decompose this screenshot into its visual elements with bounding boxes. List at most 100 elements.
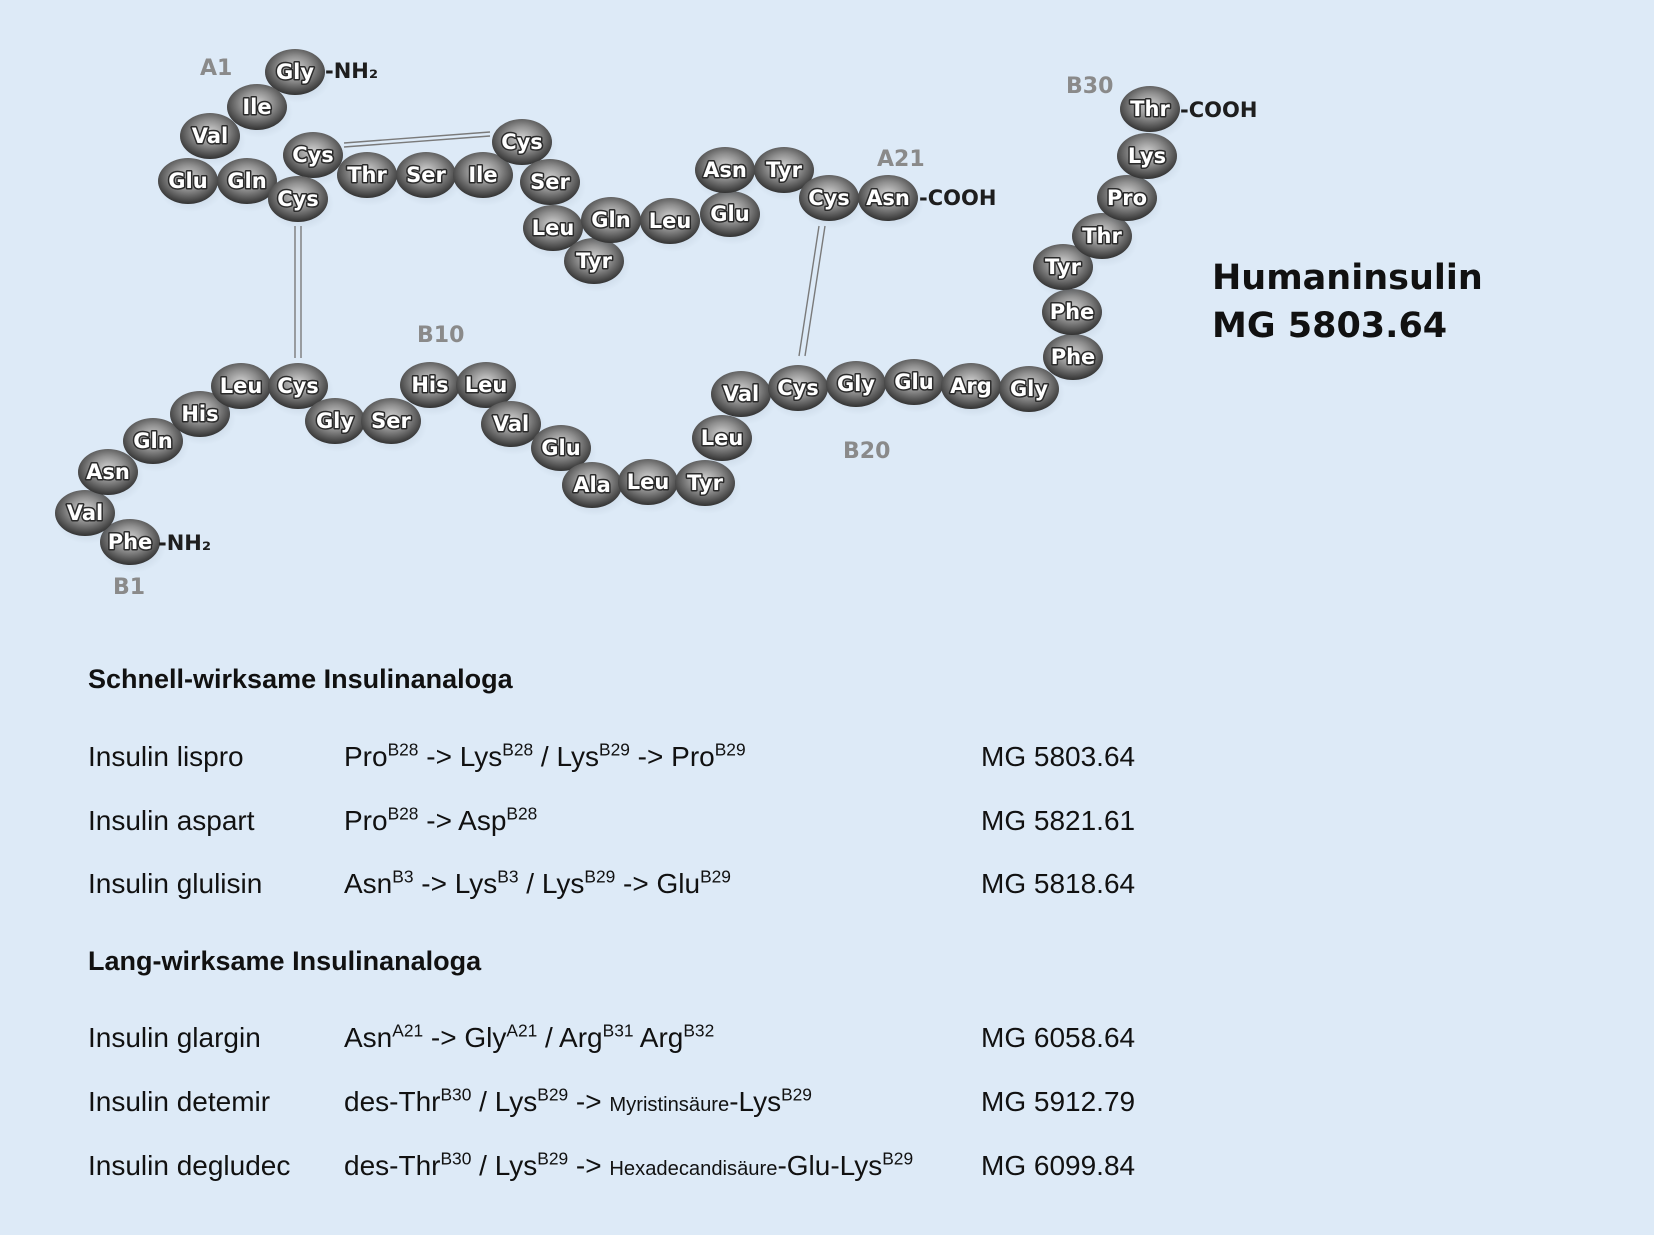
mutation-position: B32: [683, 1020, 715, 1041]
residue-label: Tyr: [687, 471, 724, 495]
mutation-text: Hexadecandisäure: [609, 1158, 778, 1180]
disulfide-bond-a7-b7: [294, 226, 302, 358]
mutation-position: B3: [497, 866, 519, 887]
residue-label: Gly: [316, 409, 354, 433]
residue-bead: [361, 398, 421, 444]
mutation-text: Asn: [344, 1022, 393, 1053]
residue-bead: [305, 398, 365, 444]
mutation-position: B29: [537, 1084, 569, 1105]
residue-label: Thr: [1082, 224, 1122, 248]
residue-bead: [180, 113, 240, 159]
residue-bead: [211, 363, 271, 409]
analog-molecular-weight: MG 5818.64: [981, 868, 1136, 899]
mutation-text: Pro: [344, 741, 388, 772]
b-residue-21: Glu: [884, 359, 950, 413]
marker-b1: B1: [113, 575, 145, 600]
mutation-text: / Arg: [537, 1022, 603, 1053]
residue-label: Leu: [627, 470, 670, 494]
b-residue-25: Phe: [1042, 289, 1108, 343]
a-residue-20: Cys: [799, 175, 865, 229]
mutation-text: -> Lys: [413, 868, 498, 899]
residue-bead: [884, 359, 944, 405]
residue-label: Leu: [220, 374, 263, 398]
mutation-text: -> Gly: [423, 1022, 507, 1053]
b-residue-26: Tyr: [1033, 244, 1099, 298]
mutation-position: B28: [387, 803, 419, 824]
mutation-text: ->: [568, 1086, 610, 1117]
b-chain-n-terminus: -NH₂: [158, 531, 211, 555]
analog-name: Insulin detemir: [88, 1086, 271, 1117]
b-residue-15: Leu: [618, 459, 684, 513]
a-residue-4: Glu: [158, 158, 224, 212]
analog-molecular-weight: MG 6058.64: [981, 1022, 1136, 1053]
analog-row: Insulin degludec des-ThrB30 / LysB29 -> …: [88, 1150, 1248, 1190]
residue-bead: [858, 175, 918, 221]
residue-bead: [700, 191, 760, 237]
diagram-title: Humaninsulin: [1212, 258, 1483, 298]
residue-label: Val: [192, 124, 228, 148]
residue-bead: [1117, 133, 1177, 179]
a-residue-8: Thr: [337, 152, 403, 206]
mutation-text: Myristinsäure: [609, 1094, 730, 1116]
b-residue-4: Gln: [123, 418, 189, 472]
b-residue-17: Leu: [692, 415, 758, 469]
b-residue-6: Leu: [211, 363, 277, 417]
mutation-text: -> Lys: [418, 741, 503, 772]
residue-label: Phe: [1051, 345, 1096, 369]
residue-bead: [1097, 175, 1157, 221]
mutation-position: A21: [392, 1020, 424, 1041]
analog-name: Insulin glargin: [88, 1022, 261, 1053]
mutation-position: B29: [781, 1084, 812, 1105]
residue-label: Val: [493, 412, 529, 436]
residue-label: Asn: [866, 186, 910, 210]
residue-bead: [227, 84, 287, 130]
analog-row: Insulin aspart ProB28 -> AspB28 MG 5821.…: [88, 805, 1248, 845]
residue-label: Cys: [292, 143, 334, 167]
mutation-text: Pro: [344, 805, 388, 836]
residue-label: Cys: [501, 130, 543, 154]
residue-bead: [711, 371, 771, 417]
disulfide-bond-a20-b19: [798, 225, 826, 357]
residue-label: Thr: [347, 163, 387, 187]
b-residue-3: Asn: [78, 449, 144, 503]
residue-label: Gly: [837, 372, 875, 396]
residue-label: Ile: [468, 163, 497, 187]
residue-label: Asn: [86, 460, 130, 484]
residue-label: Leu: [701, 426, 744, 450]
residue-bead: [265, 49, 325, 95]
residue-bead: [337, 152, 397, 198]
mutation-text: -> Glu: [615, 868, 701, 899]
residue-bead: [618, 459, 678, 505]
residue-label: Tyr: [766, 158, 803, 182]
residue-bead: [520, 159, 580, 205]
marker-a21: A21: [877, 147, 925, 172]
a-residue-21: Asn: [858, 175, 924, 229]
residue-bead: [396, 152, 456, 198]
residue-label: Thr: [1130, 97, 1170, 121]
analog-name: Insulin lispro: [88, 741, 244, 772]
residue-label: Glu: [710, 202, 749, 226]
analog-molecular-weight: MG 5912.79: [981, 1086, 1136, 1117]
mutation-text: -Glu-Lys: [777, 1150, 883, 1181]
b-residue-28: Pro: [1097, 175, 1163, 229]
residue-bead: [217, 158, 277, 204]
b-residue-16: Tyr: [675, 460, 741, 514]
residue-bead: [640, 198, 700, 244]
residue-label: Ile: [242, 95, 271, 119]
marker-a1: A1: [200, 56, 232, 81]
residue-label: Val: [67, 501, 103, 525]
residue-label: Gln: [133, 429, 172, 453]
residue-label: Arg: [950, 374, 992, 398]
mutation-position: B31: [602, 1020, 634, 1041]
b-residue-10: His: [400, 362, 466, 416]
residue-label: Cys: [277, 374, 319, 398]
diagram-title-block: Humaninsulin MG 5803.64: [1212, 254, 1483, 350]
residue-label: Glu: [168, 169, 207, 193]
residue-bead: [799, 175, 859, 221]
mutation-position: B29: [599, 739, 630, 760]
analog-mutation: AsnB3 -> LysB3 / LysB29 -> GluB29: [344, 868, 731, 900]
mutation-position: B29: [714, 739, 746, 760]
b-residue-14: Ala: [562, 462, 628, 516]
residue-bead: [675, 460, 735, 506]
residue-bead: [123, 418, 183, 464]
